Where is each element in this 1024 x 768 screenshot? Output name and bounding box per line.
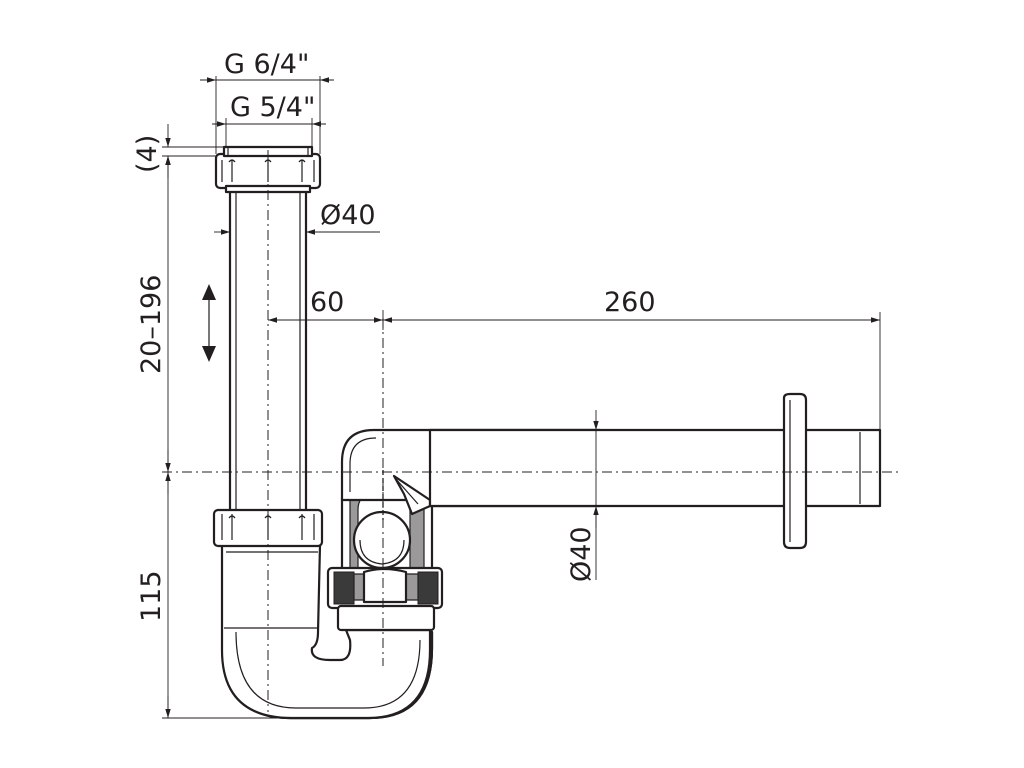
- dim-trap-depth: 115: [136, 472, 290, 719]
- dim-thread-inner: G 5/4": [212, 92, 326, 148]
- wall-rosette: [782, 392, 808, 550]
- dim-thread-outer: G 6/4": [200, 49, 334, 154]
- outlet-length-label: 260: [604, 287, 656, 318]
- dim-tube-length: 20–196: [136, 156, 171, 472]
- dim-offset: 60: [268, 287, 384, 330]
- adjustment-arrow-icon: [202, 284, 216, 362]
- dim-outlet-length: 260: [383, 287, 881, 430]
- offset-label: 60: [310, 287, 344, 318]
- inlet-diameter-label: Ø40: [320, 200, 376, 231]
- thread-outer-label: G 6/4": [224, 49, 309, 80]
- center-lines: [162, 150, 900, 712]
- thread-inner-label: G 5/4": [230, 92, 315, 123]
- outlet-diameter-label: Ø40: [566, 526, 597, 582]
- tube-length-label: 20–196: [136, 275, 167, 374]
- dim-inlet-diameter: Ø40: [214, 200, 380, 235]
- trap-depth-label: 115: [136, 570, 167, 622]
- outlet-pipe: [428, 428, 882, 508]
- dim-gasket: (4): [132, 124, 224, 178]
- gasket-label: (4): [132, 135, 163, 173]
- lower-union-nut: [212, 508, 324, 548]
- dim-outlet-diameter: Ø40: [566, 410, 599, 582]
- chamber-union-nut: [326, 566, 444, 632]
